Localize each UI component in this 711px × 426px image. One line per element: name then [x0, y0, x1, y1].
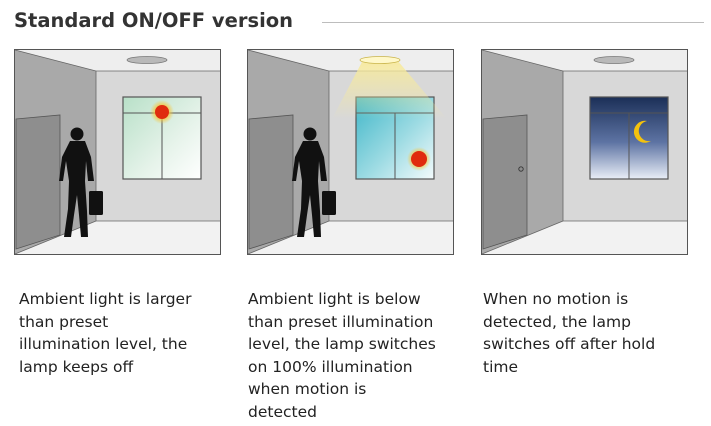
scene-daylight-lamp-off	[14, 49, 221, 255]
caption-line: detected	[248, 402, 317, 421]
ceiling	[482, 50, 687, 71]
caption-line: time	[483, 357, 519, 376]
person-icon	[59, 127, 103, 237]
caption-line: on 100% illumination	[248, 357, 413, 376]
caption-line: When no motion is	[483, 290, 629, 308]
caption-daylight: Ambient light is larger than preset illu…	[19, 288, 191, 378]
window-icon	[589, 96, 669, 180]
scene-night-no-motion	[481, 49, 688, 255]
caption-line: than preset	[19, 312, 109, 331]
caption-line: than preset illumination	[248, 312, 434, 331]
caption-line: switches off after hold	[483, 335, 656, 353]
door-icon	[248, 114, 294, 250]
caption-line: Ambient light is larger	[19, 290, 192, 308]
door-icon	[15, 114, 61, 250]
ceiling-lamp-icon	[359, 56, 401, 64]
page-title: Standard ON/OFF version	[14, 9, 294, 32]
person-icon	[292, 127, 336, 237]
caption-line: level, the lamp switches	[248, 335, 436, 353]
caption-line: when motion is	[248, 380, 367, 398]
ceiling-lamp-icon	[126, 56, 168, 64]
caption-line: lamp keeps off	[19, 357, 134, 376]
ceiling	[15, 50, 220, 71]
scene-dim-lamp-on	[247, 49, 454, 255]
floor	[15, 221, 220, 254]
caption-line: illumination level, the	[19, 335, 188, 353]
floor	[482, 221, 687, 254]
floor	[248, 221, 453, 254]
lamp-light-beam	[332, 60, 447, 119]
caption-line: detected, the lamp	[483, 312, 631, 331]
door-icon	[482, 114, 528, 250]
title-divider	[322, 22, 704, 23]
sun-icon	[150, 100, 174, 124]
ceiling-lamp-icon	[593, 56, 635, 64]
caption-dim: Ambient light is below than preset illum…	[248, 288, 436, 423]
moon-icon	[633, 120, 651, 143]
door-knob-icon	[518, 166, 524, 172]
caption-line: Ambient light is below	[248, 290, 421, 308]
caption-night: When no motion is detected, the lamp swi…	[483, 288, 655, 378]
sun-icon	[407, 147, 431, 171]
